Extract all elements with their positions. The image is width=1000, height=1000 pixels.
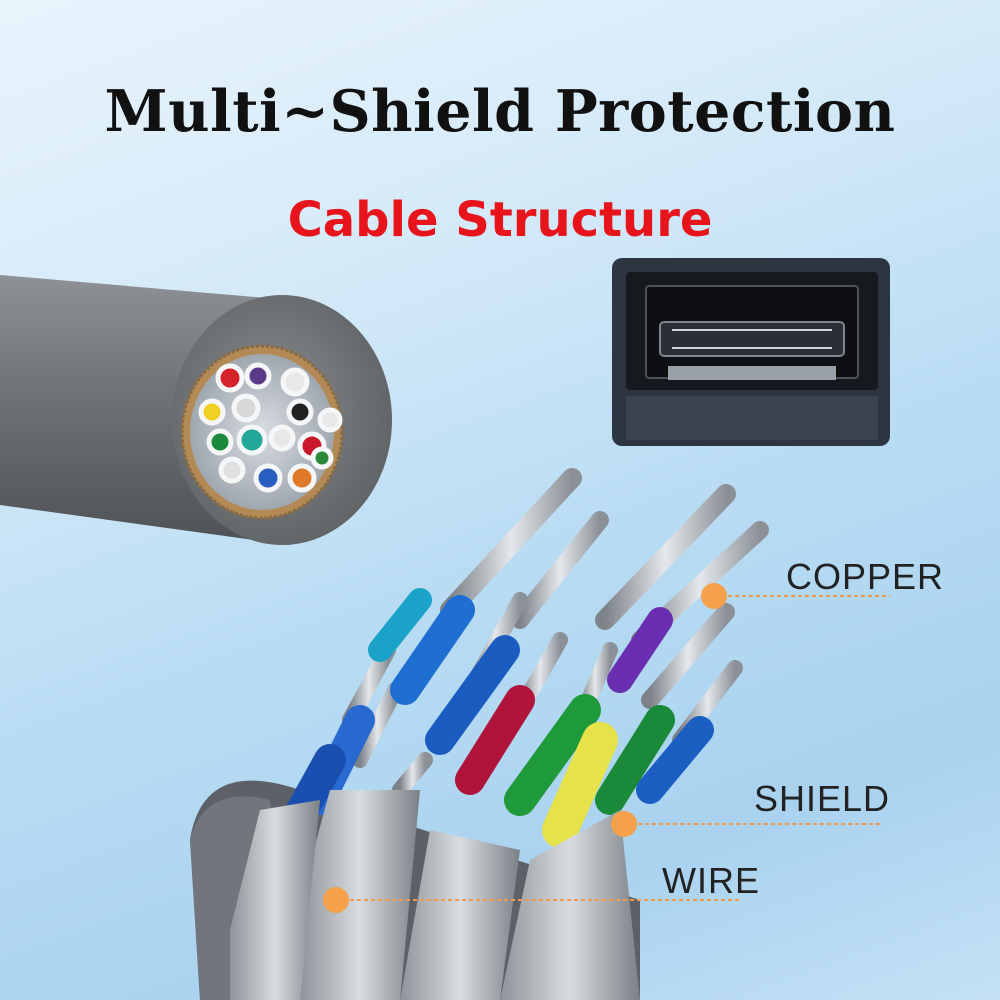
copper-label: COPPER: [786, 556, 945, 597]
shield-callout-dot: [611, 811, 637, 837]
page-subtitle: Cable Structure: [287, 192, 713, 248]
page-title: Multi~Shield Protection: [104, 78, 896, 145]
shield-label: SHIELD: [754, 778, 891, 819]
wire-callout-dot: [323, 887, 349, 913]
copper-callout-dot: [701, 583, 727, 609]
wire-label: WIRE: [662, 860, 760, 901]
